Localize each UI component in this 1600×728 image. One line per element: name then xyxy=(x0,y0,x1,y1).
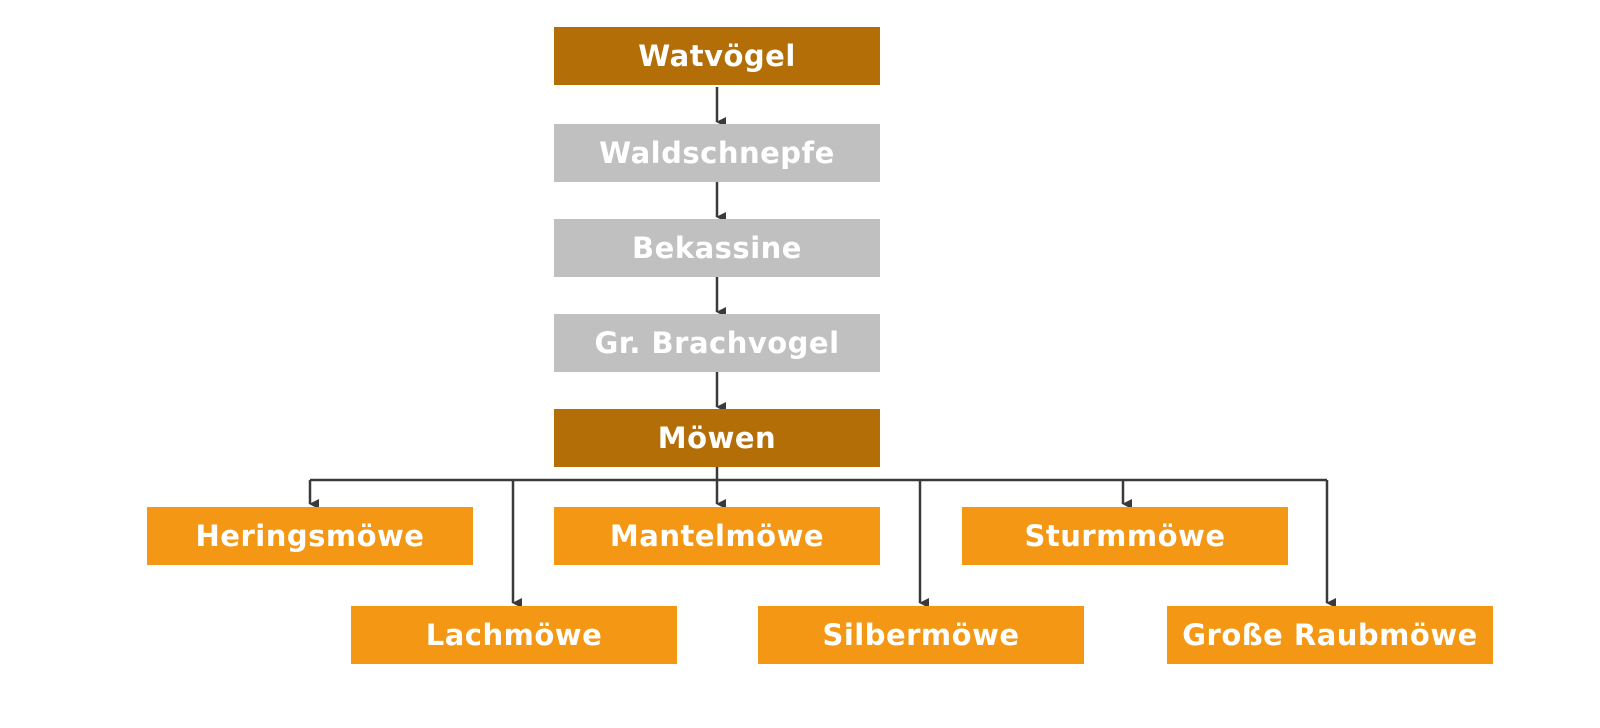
node-moewen: Möwen xyxy=(554,409,880,467)
node-mantelmoewe: Mantelmöwe xyxy=(554,507,880,565)
node-silbermoewe: Silbermöwe xyxy=(758,606,1084,664)
node-waldschnepfe: Waldschnepfe xyxy=(554,124,880,182)
node-watvoegel: Watvögel xyxy=(554,27,880,85)
node-lachmoewe: Lachmöwe xyxy=(351,606,677,664)
node-brachvogel: Gr. Brachvogel xyxy=(554,314,880,372)
node-raubmoewe: Große Raubmöwe xyxy=(1167,606,1493,664)
node-heringsmoewe: Heringsmöwe xyxy=(147,507,473,565)
node-sturmmoewe: Sturmmöwe xyxy=(962,507,1288,565)
node-bekassine: Bekassine xyxy=(554,219,880,277)
